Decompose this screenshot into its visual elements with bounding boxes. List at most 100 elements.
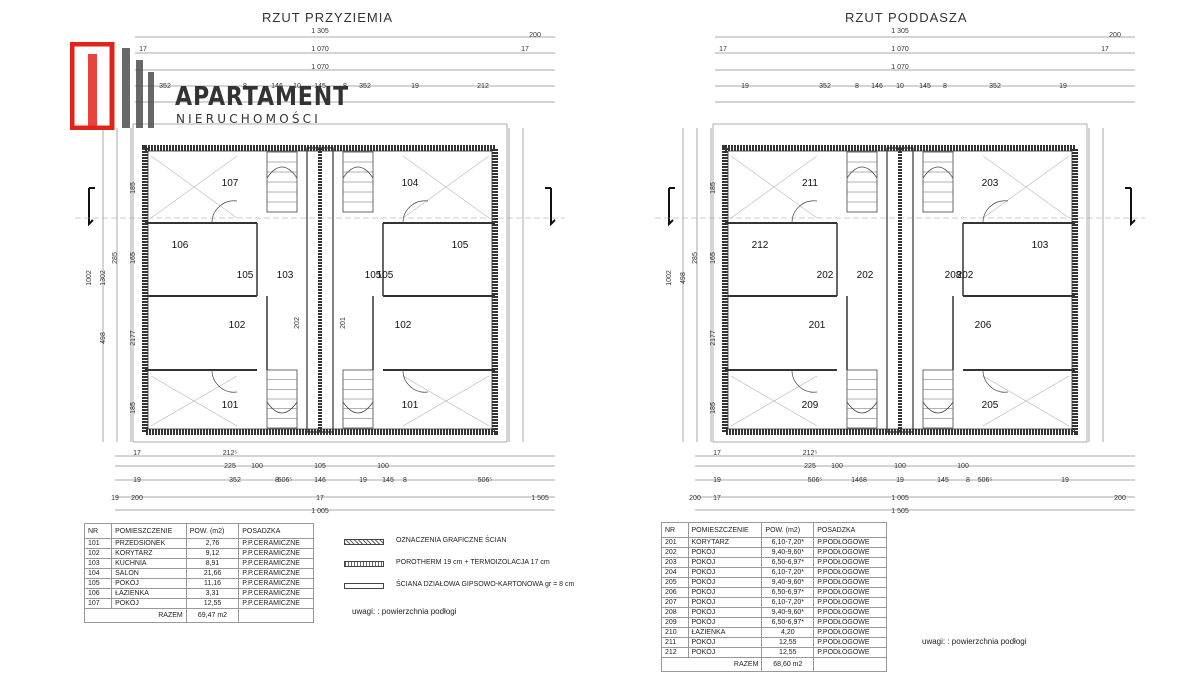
table-cell: P.PODŁOGOWE (813, 617, 887, 628)
table-cell (238, 608, 314, 623)
dimension-label: 19 (741, 83, 749, 90)
dimension-label: 146 (314, 477, 326, 484)
staircase (342, 369, 374, 429)
room-number: 202 (957, 270, 974, 281)
dimension-label: 185 (710, 402, 717, 414)
table-cell: 204 (661, 567, 689, 578)
dimension-label: 100 (957, 463, 969, 470)
table-cell: 4,20 (761, 627, 815, 638)
dimension-label: 225 (804, 463, 816, 470)
table-cell: 9,12 (185, 548, 240, 559)
dimension-label: 100 (377, 463, 389, 470)
table-cell: 203 (661, 557, 689, 568)
dimension-label: 19 (411, 83, 419, 90)
table-cell: 212 (661, 647, 689, 658)
table-cell: POKÓJ (687, 647, 763, 658)
dimension-label: 165 (710, 252, 717, 264)
dimension-label: 285 (692, 252, 699, 264)
table-cell: ŁAZIENKA (111, 588, 187, 599)
stair-winder (922, 401, 954, 414)
dimension-label: 2177 (130, 330, 137, 346)
dimension-label: 19 (1061, 477, 1069, 484)
dimension-label: 8 (966, 477, 970, 484)
table-cell: POKÓJ (111, 598, 187, 609)
room-number: 106 (172, 240, 189, 251)
staircase (266, 151, 298, 213)
staircase (846, 151, 878, 213)
staircase (266, 369, 298, 429)
roof-slope-line (730, 375, 818, 427)
dimension-label: 19 (359, 477, 367, 484)
table-cell: 104 (83, 568, 113, 579)
room-number: 105 (452, 240, 469, 251)
stair-label: 201 (340, 317, 347, 329)
door-swing (402, 369, 429, 393)
dimension-label: 212⁵ (223, 450, 238, 457)
table-cell: POKÓJ (687, 637, 763, 648)
dimension-label: 185 (710, 182, 717, 194)
dimension-label: 506⁵ (978, 477, 993, 484)
table-header-cell: NR (661, 522, 689, 538)
dimension-label: 10 (896, 83, 904, 90)
legend-item: ŚCIANA DZIAŁOWA GIPSOWO-KARTONOWA gr = 8… (396, 581, 575, 588)
table-cell: POKÓJ (687, 587, 763, 598)
dimension-label: 165 (130, 252, 137, 264)
dimension-label: 17 (316, 495, 324, 502)
table-cell: 106 (83, 588, 113, 599)
dimension-label: 285 (112, 252, 119, 264)
attic-floor-title: RZUT PODDASZA (845, 10, 968, 25)
room-number: 105 (365, 270, 382, 281)
dimension-label: 506⁵ (808, 477, 823, 484)
table-cell: P.P.CERAMICZNE (238, 588, 314, 599)
table-cell: 6,50-6,97* (761, 557, 815, 568)
table-cell: 6,10-7,20* (761, 537, 815, 548)
dimension-label: 145 (919, 83, 931, 90)
table-header-cell: POSADZKA (238, 523, 314, 539)
legend-swatch-drywall (344, 583, 384, 589)
dimension-label: 200 (1109, 32, 1121, 39)
dimension-label: 17 (133, 450, 141, 457)
dimension-label: 145 (937, 477, 949, 484)
table-cell: POKÓJ (687, 567, 763, 578)
staircase (846, 369, 878, 429)
table-cell: P.PODŁOGOWE (813, 647, 887, 658)
legend-item: POROTHERM 19 cm + TERMOIZOLACJA 17 cm (396, 559, 550, 566)
table-cell: P.PODŁOGOWE (813, 557, 887, 568)
dimension-label: 17 (521, 46, 529, 53)
dimension-label: 352 (159, 83, 171, 90)
floor-plan (75, 36, 565, 511)
room-number: 102 (229, 320, 246, 331)
dimension-label: 105 (314, 463, 326, 470)
dimension-label: 506⁵ (478, 477, 493, 484)
table-cell: P.P.CERAMICZNE (238, 538, 314, 549)
room-number: 203 (982, 178, 999, 189)
table-total-value: 69,47 m2 (185, 608, 240, 623)
table-header-cell: POSADZKA (813, 522, 887, 538)
dimension-label: 17 (1101, 46, 1109, 53)
dimension-label: 146 (851, 477, 863, 484)
dimension-label: 1 305 (891, 28, 909, 35)
table-header-cell: NR (83, 523, 113, 539)
dimension-label: 145 (382, 477, 394, 484)
table-cell: 101 (83, 538, 113, 549)
dimension-label: 352 (359, 83, 371, 90)
table-cell: 206 (661, 587, 689, 598)
staircase (922, 369, 954, 429)
section-marker-icon (88, 187, 95, 227)
table-cell: 9,40-9,60* (761, 607, 815, 618)
table-cell: 207 (661, 597, 689, 608)
dimension-label: 185 (130, 182, 137, 194)
room-number: 103 (277, 270, 294, 281)
table-cell: P.P.CERAMICZNE (238, 578, 314, 589)
dimension-label: 146 (871, 83, 883, 90)
table-cell: ŁAZIENKA (687, 627, 763, 638)
table-cell: 107 (83, 598, 113, 609)
dimension-label: 498 (680, 272, 687, 284)
door-swing (982, 200, 1009, 224)
room-number: 206 (975, 320, 992, 331)
